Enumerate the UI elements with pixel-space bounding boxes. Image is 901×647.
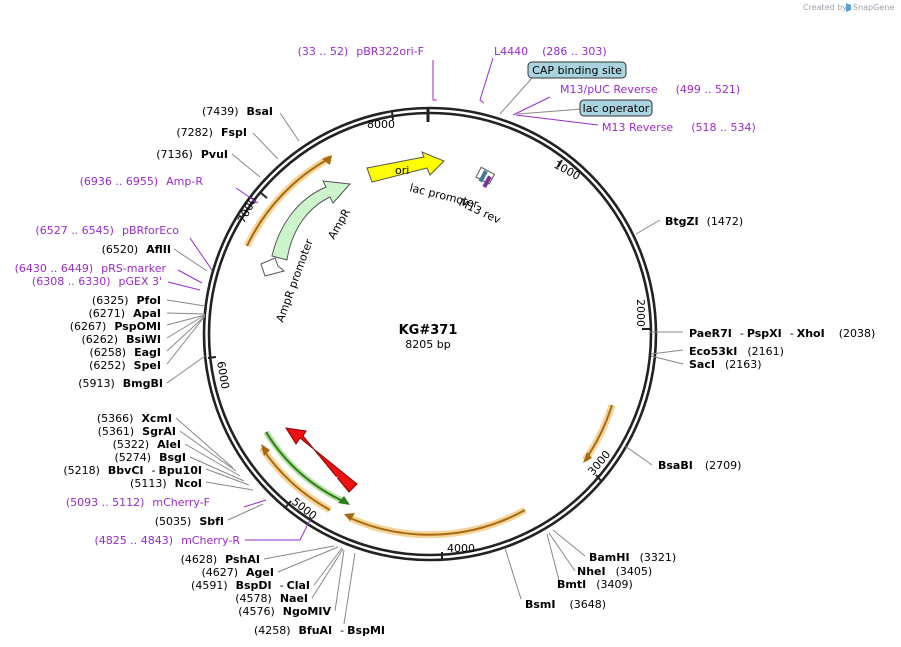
primer-mcherry-r[interactable]: (4825 .. 4843)mCherry-R <box>95 534 241 547</box>
primer-pbrforeco[interactable]: (6527 .. 6545)pBRforEco <box>35 224 179 237</box>
lac-promoter-feature[interactable]: lac promoter M13 rev <box>408 166 503 227</box>
enzyme-bsmi[interactable]: BsmI(3648) <box>525 598 606 611</box>
enzyme-sbfi[interactable]: (5035)SbfI <box>155 515 224 528</box>
primer-amp-r[interactable]: (6936 .. 6955)Amp-R <box>80 175 204 188</box>
primer-mcherry-f[interactable]: (5093 .. 5112)mCherry-F <box>66 496 210 509</box>
enzyme-sgrai[interactable]: (5361)SgrAI <box>98 425 176 438</box>
enzyme-spei[interactable]: (6252)SpeI <box>89 359 161 372</box>
backbone-outer-ring <box>202 106 658 562</box>
tick-label-2000: 2000 <box>634 299 647 327</box>
enzyme-bsiwi[interactable]: (6262)BsiWI <box>81 333 161 346</box>
primer-m13-reverse[interactable]: M13 Reverse(518 .. 534) <box>602 121 756 134</box>
ori-feature[interactable]: ori <box>366 151 445 183</box>
lac-operator-label: lac operator <box>583 102 650 115</box>
enzyme-agei[interactable]: (4627)AgeI <box>201 566 274 579</box>
enzyme-naei[interactable]: (4578)NaeI <box>235 592 308 605</box>
primer-prs-marker[interactable]: (6430 .. 6449)pRS-marker <box>15 262 167 275</box>
cap-binding-site-box[interactable]: CAP binding site <box>527 61 627 79</box>
enzyme-pshai[interactable]: (4628)PshAI <box>181 553 260 566</box>
primer-leaders <box>167 57 599 541</box>
enzyme-bsgi[interactable]: (5274)BsgI <box>115 451 186 464</box>
created-by-label: Created by <box>803 3 847 12</box>
enzyme-ngomiv[interactable]: (4576)NgoMIV <box>238 605 331 618</box>
enzyme-bsai[interactable]: (7439)BsaI <box>202 105 273 118</box>
snapgene-brand-label: SnapGene <box>853 3 894 12</box>
enzyme-nhei[interactable]: NheI(3405) <box>577 565 652 578</box>
enzyme-bamhi[interactable]: BamHI(3321) <box>589 551 676 564</box>
enzyme-pvui[interactable]: (7136)PvuI <box>156 148 228 161</box>
enzyme-bspdi-clai[interactable]: (4591)BspDI-ClaI <box>191 579 310 592</box>
right-enzyme-leaders <box>504 219 684 600</box>
left-enzyme-labels: (7439)BsaI (7282)FspI (7136)PvuI (6520)A… <box>63 105 385 637</box>
tick-label-7000: 7000 <box>235 195 260 226</box>
feature-box-leaders <box>499 77 583 115</box>
plasmid-size: 8205 bp <box>405 338 450 351</box>
enzyme-aflii[interactable]: (6520)AflII <box>102 243 171 256</box>
primer-l4440[interactable]: L4440(286 .. 303) <box>494 45 607 58</box>
snapgene-logo-icon <box>846 3 851 12</box>
primer-pgex-3[interactable]: (6308 .. 6330)pGEX 3' <box>32 275 162 288</box>
right-enzyme-labels: BtgZI(1472) PaeR7I-PspXI-XhoI(2038) Eco5… <box>525 215 875 611</box>
primer-m13-puc-reverse[interactable]: M13/pUC Reverse(499 .. 521) <box>560 83 740 96</box>
enzyme-ncoi[interactable]: (5113)NcoI <box>130 477 202 490</box>
ampr-label: AmpR <box>325 206 353 241</box>
enzyme-bsabi[interactable]: BsaBI(2709) <box>658 459 741 472</box>
enzyme-xcmi[interactable]: (5366)XcmI <box>97 412 172 425</box>
orf-arcs <box>243 154 616 539</box>
enzyme-bfuai-bspmi[interactable]: (4258)BfuAI-BspMI <box>254 624 385 637</box>
enzyme-paer7i-pspxi-xhoi[interactable]: PaeR7I-PspXI-XhoI(2038) <box>689 327 875 340</box>
lac-operator-box[interactable]: lac operator <box>579 99 653 117</box>
enzyme-eagi[interactable]: (6258)EagI <box>90 346 161 359</box>
enzyme-bbvci-bpu10i[interactable]: (5218)BbvCI-Bpu10I <box>63 464 202 477</box>
plasmid-name: KG#371 <box>399 323 458 338</box>
enzyme-saci[interactable]: SacI(2163) <box>689 358 762 371</box>
enzyme-btgzi[interactable]: BtgZI(1472) <box>665 215 743 228</box>
enzyme-eco53ki[interactable]: Eco53kI(2161) <box>689 345 784 358</box>
enzyme-pfoi[interactable]: (6325)PfoI <box>92 294 161 307</box>
enzyme-bmti[interactable]: BmtI(3409) <box>557 578 633 591</box>
tick-label-6000: 6000 <box>214 360 232 390</box>
enzyme-alei[interactable]: (5322)AleI <box>113 438 181 451</box>
tick-label-8000: 8000 <box>367 118 395 131</box>
enzyme-fspi[interactable]: (7282)FspI <box>176 126 247 139</box>
tick-label-4000: 4000 <box>447 542 475 555</box>
enzyme-apai[interactable]: (6271)ApaI <box>89 307 161 320</box>
enzyme-pspomi[interactable]: (6267)PspOMI <box>70 320 161 333</box>
primer-pbr322ori-f[interactable]: (33 .. 52)pBR322ori-F <box>298 45 424 58</box>
backbone-inner-ring <box>207 111 653 557</box>
left-enzyme-leaders <box>166 112 356 625</box>
primer-labels: (33 .. 52)pBR322ori-F L4440(286 .. 303) … <box>15 45 756 547</box>
enzyme-bmgbi[interactable]: (5913)BmgBI <box>78 377 163 390</box>
ori-label: ori <box>395 164 409 177</box>
m13-rev-label: M13 rev <box>457 196 503 227</box>
cap-binding-site-label: CAP binding site <box>532 64 622 77</box>
